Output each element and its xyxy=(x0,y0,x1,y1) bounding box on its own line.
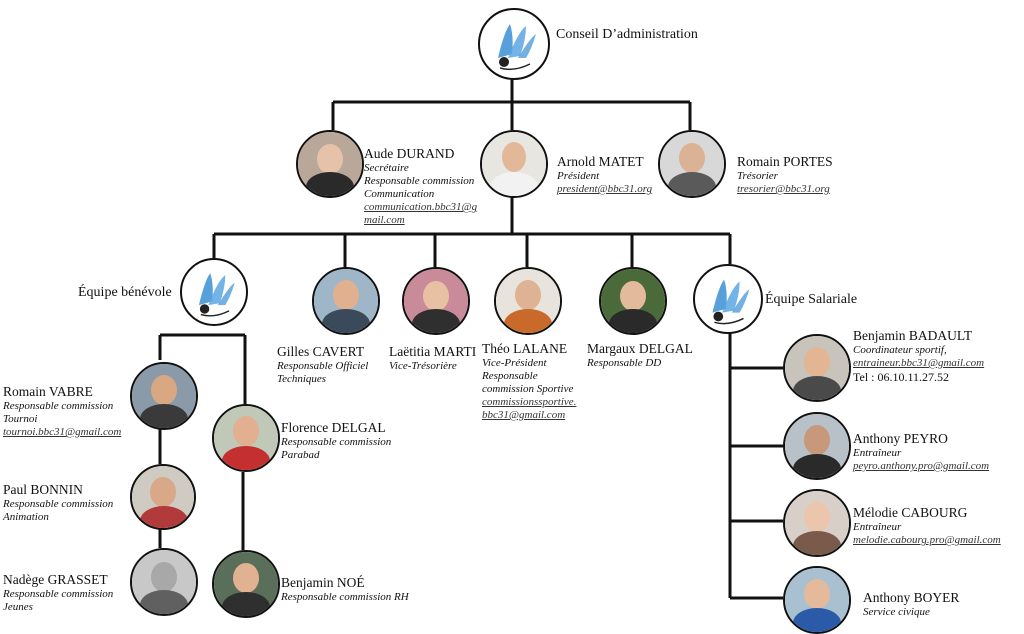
board-member-romain-portes: Romain PORTES Trésorier tresorier@bbc31.… xyxy=(737,154,877,196)
shuttlecock-logo-icon xyxy=(198,273,235,317)
email-link[interactable]: commissionssportive. bbc31@gmail.com xyxy=(482,396,577,421)
volunteer-paul-bonnin: Paul BONNIN Responsable commission Anima… xyxy=(3,482,114,523)
board-member-arnold-matet: Arnold MATET Président president@bbc31.o… xyxy=(557,154,677,196)
portrait-photo-icon xyxy=(480,130,548,198)
board-label: Conseil D’administration xyxy=(556,27,698,42)
portrait-photo-icon xyxy=(402,267,470,335)
portrait-photo-icon xyxy=(130,548,198,616)
volunteer-team-label: Équipe bénévole xyxy=(78,285,172,300)
volunteer-nadege-grasset: Nadège GRASSET Responsable commission Je… xyxy=(3,572,114,613)
portrait-photo-icon xyxy=(212,404,280,472)
portrait-photo-icon xyxy=(783,334,851,402)
shuttlecock-logo-icon xyxy=(712,279,750,325)
portrait-photo-icon xyxy=(312,267,380,335)
club-logo-board xyxy=(478,8,550,80)
email-link[interactable]: entraineur.bbc31@gmail.com xyxy=(853,357,985,369)
staff-benjamin-badault: Benjamin BADAULT Coordinateur sportif, e… xyxy=(853,328,1021,384)
portrait-photo-icon xyxy=(783,489,851,557)
email-link[interactable]: tournoi.bbc31@gmail.com xyxy=(3,426,122,438)
club-logo-staff xyxy=(693,264,763,334)
staff-anthony-boyer: Anthony BOYER Service civique xyxy=(863,590,960,618)
email-link[interactable]: president@bbc31.org xyxy=(557,183,653,195)
portrait-photo-icon xyxy=(599,267,667,335)
email-link[interactable]: melodie.cabourg.pro@gmail.com xyxy=(853,534,1001,546)
shuttlecock-logo-icon xyxy=(498,24,536,71)
email-link[interactable]: peyro.anthony.pro@gmail.com xyxy=(853,460,990,472)
portrait-photo-icon xyxy=(658,130,726,198)
portrait-photo-icon xyxy=(130,362,198,430)
member-theo-lalane: Théo LALANE Vice-Président Responsable c… xyxy=(482,341,592,422)
volunteer-florence-delgal: Florence DELGAL Responsable commission P… xyxy=(281,420,392,461)
portrait-photo-icon xyxy=(296,130,364,198)
staff-anthony-peyro: Anthony PEYRO Entraîneur peyro.anthony.p… xyxy=(853,431,1021,473)
portrait-photo-icon xyxy=(212,550,280,618)
member-laetitia-marti: Laëtitia MARTI Vice-Trésorière xyxy=(389,344,477,372)
staff-team-label: Équipe Salariale xyxy=(765,292,858,307)
member-margaux-delgal: Margaux DELGAL Responsable DD xyxy=(587,341,693,369)
email-link[interactable]: communication.bbc31@g mail.com xyxy=(364,201,478,226)
volunteer-romain-vabre: Romain VABRE Responsable commission Tour… xyxy=(3,384,131,439)
volunteer-benjamin-noe: Benjamin NOÉ Responsable commission RH xyxy=(281,575,409,603)
staff-melodie-cabourg: Mélodie CABOURG Entraîneur melodie.cabou… xyxy=(853,505,1023,547)
portrait-photo-icon xyxy=(783,566,851,634)
club-logo-volunteers xyxy=(180,258,248,326)
portrait-photo-icon xyxy=(783,412,851,480)
email-link[interactable]: tresorier@bbc31.org xyxy=(737,183,830,195)
portrait-photo-icon xyxy=(130,464,196,530)
board-member-aude-durand: Aude DURAND Secrétaire Responsable commi… xyxy=(364,146,504,227)
portrait-photo-icon xyxy=(494,267,562,335)
member-gilles-cavert: Gilles CAVERT Responsable Officiel Techn… xyxy=(277,344,369,385)
